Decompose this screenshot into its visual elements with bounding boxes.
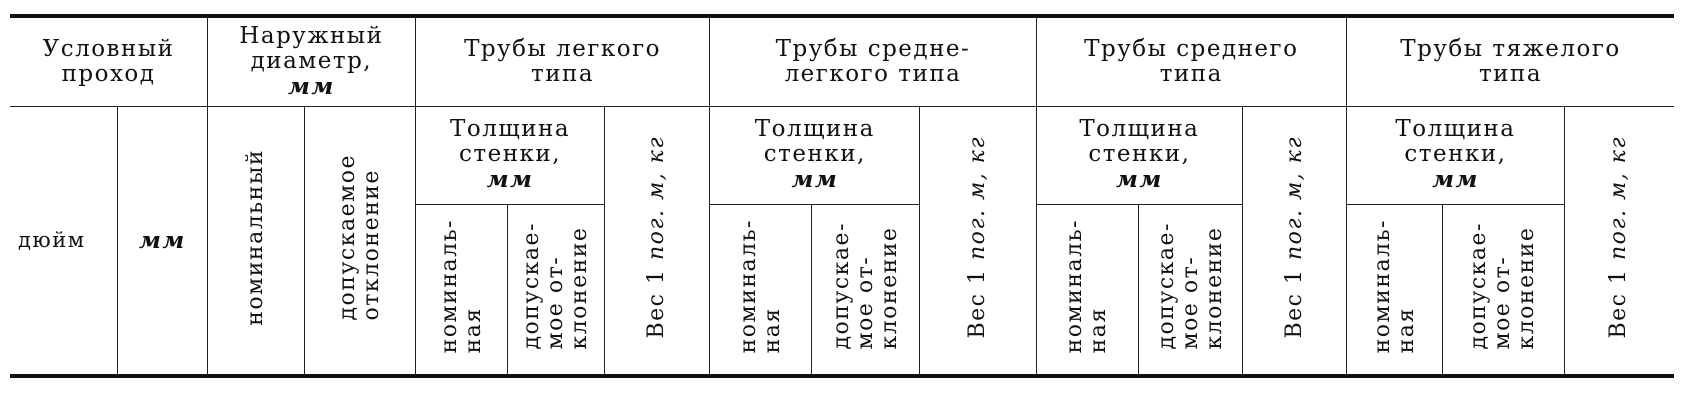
header-medium-light-pipes: Трубы средне- легкого типа: [709, 16, 1037, 107]
weight-unit: пог. м, кг: [644, 135, 670, 260]
header-conditional-pass: Условный проход: [10, 16, 209, 107]
nominal-diameter-label: номинальный: [243, 148, 269, 326]
weight-unit: пог. м, кг: [1281, 135, 1307, 260]
weight-label: Вес 1 пог. м, кг: [644, 135, 670, 339]
wall-thickness-medium-light: Толщина стенки, мм: [709, 106, 921, 205]
wall-nominal-label: номиналь- ная: [1369, 219, 1419, 354]
wall-deviation-light: допускае- мое от- клонение: [507, 204, 606, 376]
weight-prefix: Вес 1: [1281, 260, 1307, 339]
header-diameter-deviation: допускаемое отклонение: [304, 106, 416, 377]
weight-unit: пог. м, кг: [964, 135, 990, 260]
wall-thickness-label: Толщина стенки,: [1395, 116, 1516, 167]
wall-nominal-heavy: номиналь- ная: [1346, 204, 1443, 376]
wall-deviation-medium: допускае- мое от- клонение: [1138, 204, 1244, 376]
wall-nominal-medium: номиналь- ная: [1036, 204, 1140, 376]
weight-label: Вес 1 пог. м, кг: [1281, 135, 1307, 339]
weight-prefix: Вес 1: [964, 260, 990, 339]
wall-nominal-medium-light: номиналь- ная: [709, 204, 812, 376]
weight-heavy: Вес 1 пог. м, кг: [1564, 106, 1674, 377]
outer-diameter-label: Наружный диаметр,: [239, 22, 384, 74]
wall-thickness-unit: мм: [1432, 166, 1479, 193]
weight-unit: пог. м, кг: [1606, 135, 1632, 260]
header-outer-diameter: Наружный диаметр, мм: [207, 16, 416, 107]
wall-deviation-medium-light: допускае- мое от- клонение: [811, 204, 921, 376]
header-inch: дюйм: [10, 106, 118, 377]
wall-nominal-label: номиналь- ная: [436, 219, 486, 354]
header-heavy-pipes: Трубы тяжелого типа: [1346, 16, 1674, 107]
weight-medium: Вес 1 пог. м, кг: [1242, 106, 1348, 377]
header-medium-pipes: Трубы среднего типа: [1036, 16, 1348, 107]
header-mm: мм: [117, 106, 209, 377]
weight-medium-light: Вес 1 пог. м, кг: [919, 106, 1037, 377]
wall-deviation-heavy: допускае- мое от- клонение: [1442, 204, 1565, 376]
wall-thickness-light: Толщина стенки, мм: [415, 106, 606, 205]
diameter-deviation-label: допускаемое отклонение: [334, 154, 384, 321]
wall-thickness-label: Толщина стенки,: [1079, 116, 1200, 167]
wall-deviation-label: допускае- мое от- клонение: [1466, 222, 1540, 351]
pipe-table-header: Условный проход Наружный диаметр, мм Тру…: [10, 14, 1674, 378]
weight-prefix: Вес 1: [644, 260, 670, 339]
weight-label: Вес 1 пог. м, кг: [1606, 135, 1632, 339]
wall-nominal-label: номиналь- ная: [735, 219, 785, 354]
outer-diameter-unit: мм: [288, 72, 335, 100]
wall-thickness-unit: мм: [791, 166, 839, 193]
wall-thickness-unit: мм: [1115, 166, 1163, 193]
wall-thickness-medium: Толщина стенки, мм: [1036, 106, 1244, 205]
weight-label: Вес 1 пог. м, кг: [964, 135, 990, 339]
wall-deviation-label: допускае- мое от- клонение: [1153, 222, 1227, 351]
wall-nominal-label: номиналь- ная: [1062, 219, 1112, 354]
header-light-pipes: Трубы легкого типа: [415, 16, 711, 107]
header-nominal-diameter: номинальный: [207, 106, 306, 377]
wall-thickness-label: Толщина стенки,: [450, 116, 571, 167]
weight-light: Вес 1 пог. м, кг: [604, 106, 711, 377]
weight-prefix: Вес 1: [1606, 260, 1632, 339]
wall-thickness-unit: мм: [486, 166, 534, 193]
wall-thickness-label: Толщина стенки,: [754, 116, 875, 167]
wall-deviation-label: допускае- мое от- клонение: [519, 222, 593, 351]
wall-thickness-heavy: Толщина стенки, мм: [1346, 106, 1565, 205]
wall-nominal-light: номиналь- ная: [415, 204, 509, 376]
wall-deviation-label: допускае- мое от- клонение: [828, 222, 902, 351]
